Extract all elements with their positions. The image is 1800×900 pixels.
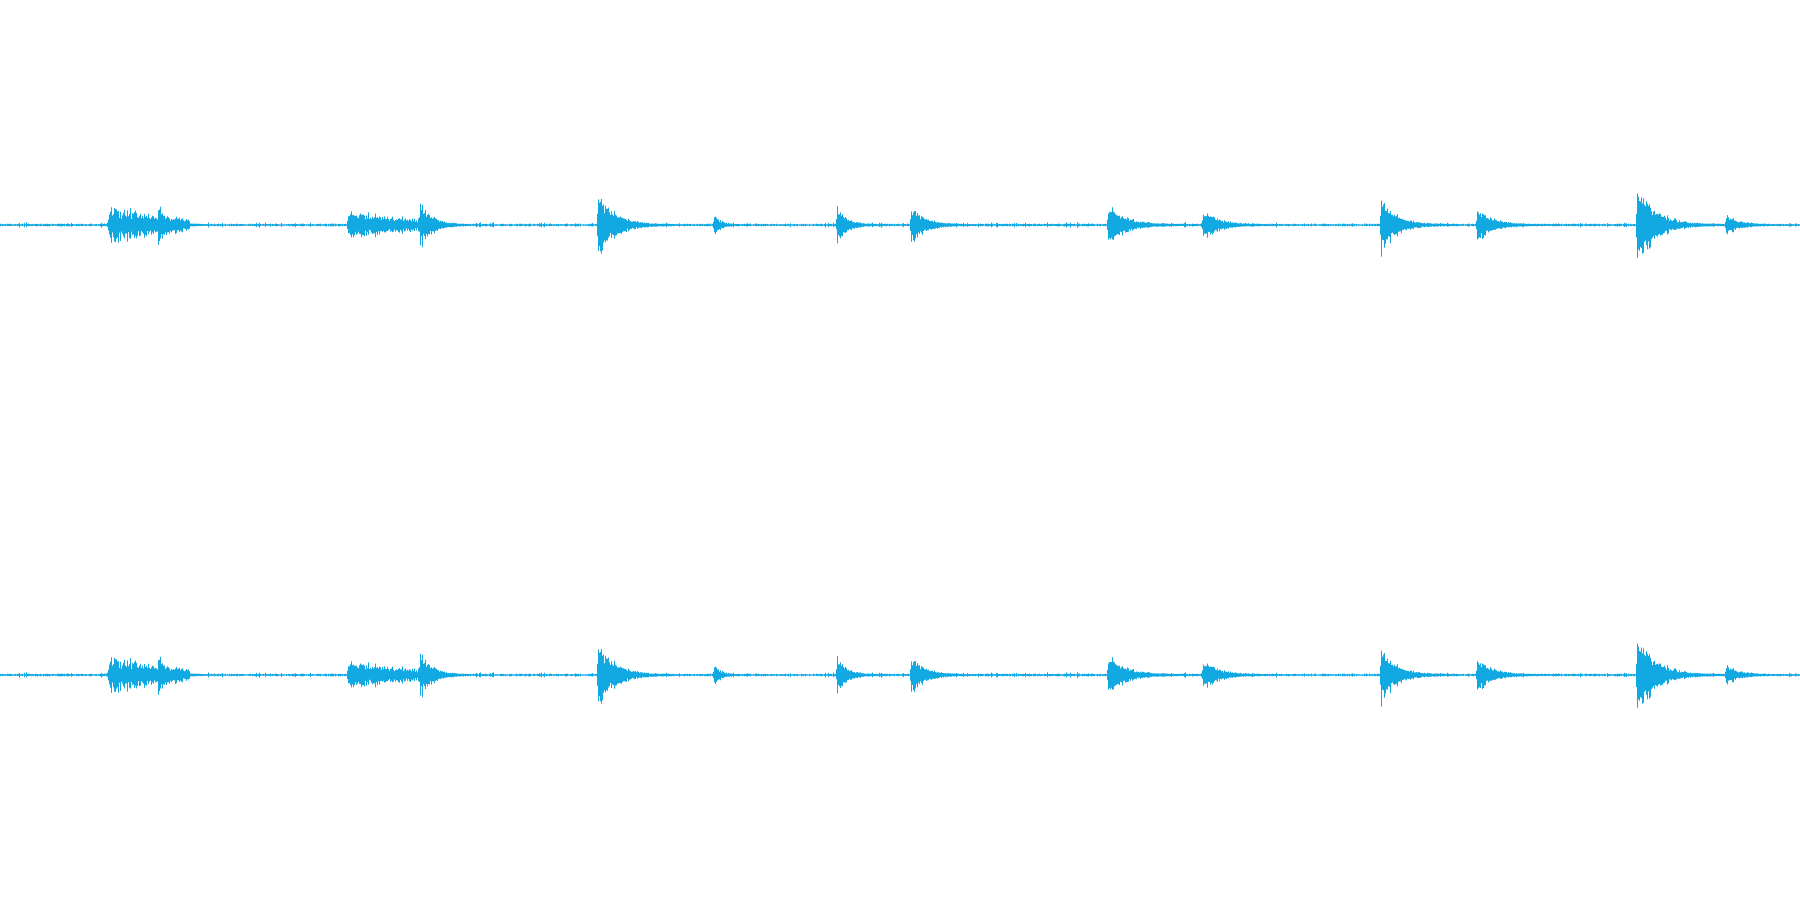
- waveform-channel-right-svg: [0, 643, 1800, 708]
- waveform-channel-right[interactable]: [0, 450, 1800, 900]
- waveform-trace: [0, 643, 1800, 708]
- waveform-trace: [0, 193, 1800, 258]
- waveform-channel-left-svg: [0, 193, 1800, 258]
- waveform-channel-left[interactable]: [0, 0, 1800, 450]
